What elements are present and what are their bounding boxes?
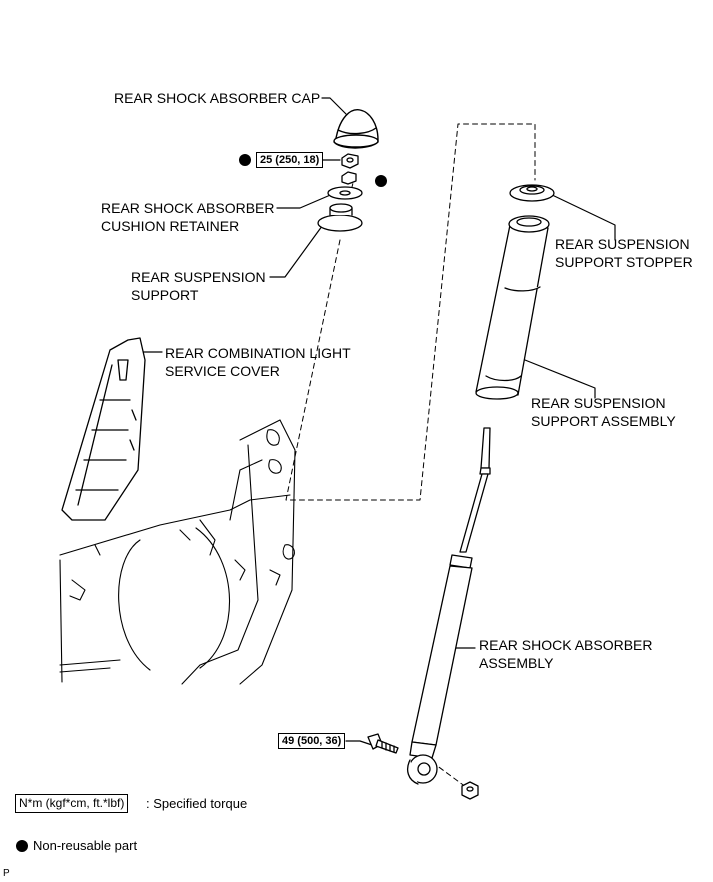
vehicle-body-shape [59, 419, 296, 685]
support-assembly-label-line2: SUPPORT ASSEMBLY [531, 413, 676, 429]
cushion-retainer-label-line2: CUSHION RETAINER [101, 218, 240, 234]
support-stopper-shape [509, 184, 555, 202]
nut-upper-shape [341, 153, 359, 185]
corner-mark: P [3, 868, 10, 879]
stopper-label-line1: REAR SUSPENSION [555, 236, 690, 252]
service-cover-shape [61, 337, 146, 521]
torque-spec-upper: 25 (250, 18) [256, 152, 324, 168]
legend-nonreusable-dot [16, 840, 28, 852]
lower-bolt-shape [367, 733, 399, 754]
lower-nut-shape [461, 781, 479, 800]
absorber-assembly-label-line2: ASSEMBLY [479, 655, 554, 671]
light-cover-label-line1: REAR COMBINATION LIGHT [165, 345, 351, 361]
stopper-label-line2: SUPPORT STOPPER [555, 254, 693, 270]
cap-label: REAR SHOCK ABSORBER CAP [114, 90, 321, 106]
support-assembly-shape [475, 215, 550, 400]
nonreusable-dot-upper-nut [239, 154, 251, 166]
support-label-line1: REAR SUSPENSION [131, 269, 266, 285]
cushion-retainer-label-line1: REAR SHOCK ABSORBER [101, 200, 275, 216]
light-cover-label-line2: SERVICE COVER [165, 363, 280, 379]
support-assembly-label-line1: REAR SUSPENSION [531, 395, 666, 411]
cushion-retainer-shape [327, 186, 363, 200]
absorber-assembly-label-line1: REAR SHOCK ABSORBER [479, 637, 653, 653]
legend-torque-unit: N*m (kgf*cm, ft.*lbf) [15, 794, 129, 813]
shock-absorber-cap-shape [333, 109, 379, 149]
legend-torque-desc: : Specified torque [146, 796, 248, 811]
suspension-support-shape [317, 203, 363, 232]
legend-nonreusable-text: Non-reusable part [33, 838, 138, 853]
torque-spec-lower: 49 (500, 36) [278, 733, 346, 749]
shock-absorber-assembly-shape [407, 427, 491, 785]
support-label-line2: SUPPORT [131, 287, 199, 303]
nonreusable-dot-lower-nut [375, 175, 387, 187]
